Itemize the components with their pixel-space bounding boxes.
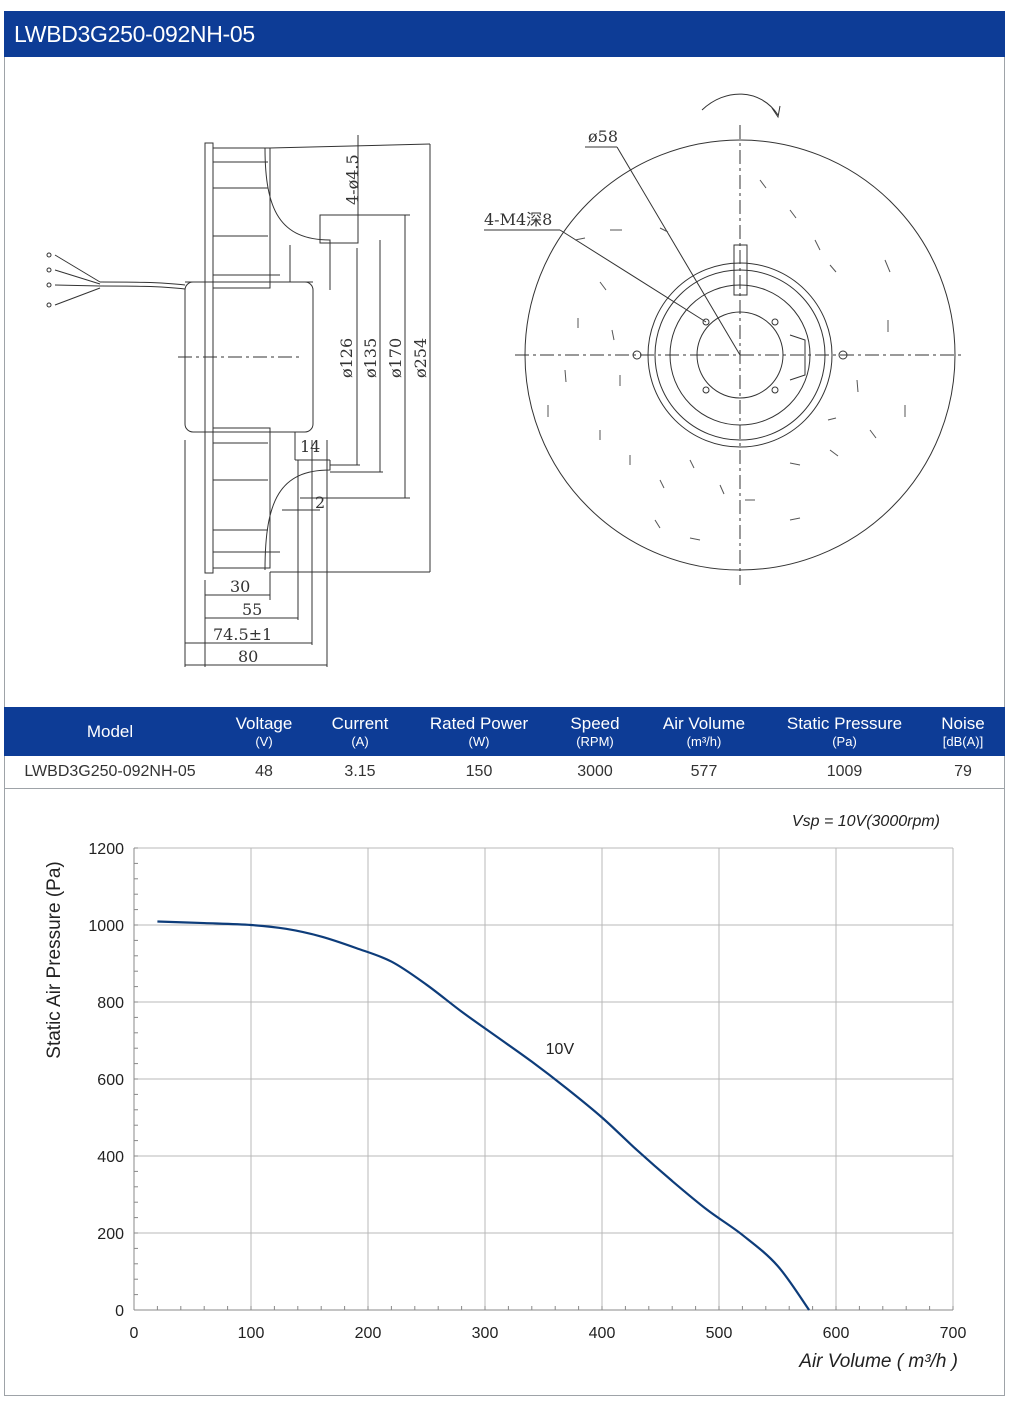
- dim-55: 55: [242, 600, 262, 619]
- x-tick-label: 600: [823, 1325, 850, 1342]
- header-voltage: Voltage(V): [216, 707, 312, 756]
- x-tick-label: 400: [589, 1325, 616, 1342]
- dim-d58: ø58: [588, 127, 618, 146]
- header-current: Current(A): [312, 707, 408, 756]
- dim-2: 2: [315, 493, 325, 512]
- cell-current: 3.15: [312, 756, 408, 789]
- dim-80: 80: [238, 647, 258, 666]
- dim-30: 30: [230, 577, 250, 596]
- page-title: LWBD3G250-092NH-05: [14, 21, 255, 47]
- header-speed: Speed(RPM): [550, 707, 640, 756]
- cell-air-volume: 577: [640, 756, 768, 789]
- cell-static-pressure: 1009: [768, 756, 921, 789]
- y-tick-label: 200: [97, 1226, 124, 1243]
- dim-d135: ø135: [361, 338, 380, 378]
- spec-table-header: Model Voltage(V) Current(A) Rated Power(…: [4, 707, 1005, 756]
- title-bar: LWBD3G250-092NH-05: [4, 11, 1005, 57]
- header-static-pressure: Static Pressure(Pa): [768, 707, 921, 756]
- chart-note: Vsp = 10V(3000rpm): [792, 813, 940, 830]
- y-axis-title: Static Air Pressure (Pa): [44, 861, 65, 1058]
- cell-power: 150: [408, 756, 550, 789]
- table-row: LWBD3G250-092NH-05 48 3.15 150 3000 577 …: [4, 756, 1005, 789]
- dim-14: 14: [300, 437, 320, 456]
- header-air-volume: Air Volume(m³/h): [640, 707, 768, 756]
- x-tick-label: 100: [238, 1325, 265, 1342]
- series-line-10V: [157, 920, 810, 1311]
- y-tick-label: 600: [97, 1072, 124, 1089]
- cell-speed: 3000: [550, 756, 640, 789]
- dim-d254: ø254: [411, 338, 430, 378]
- pq-chart: 0 100 200 300 400 500 600 700 0 200 400 600 800 1000 1…: [0, 790, 1010, 1390]
- dim-74-5: 74.5±1: [213, 625, 272, 644]
- x-tick-label: 700: [940, 1325, 967, 1342]
- header-noise: Noise[dB(A)]: [921, 707, 1005, 756]
- x-tick-label: 500: [706, 1325, 733, 1342]
- y-tick-label: 0: [115, 1303, 124, 1320]
- y-tick-label: 400: [97, 1149, 124, 1166]
- tick-labels: 0 100 200 300 400 500 600 700 0 200 400 600 800 1000 1…: [88, 841, 966, 1342]
- dim-mount-holes: 4-ø4.5: [343, 154, 362, 205]
- front-view: [484, 93, 965, 585]
- y-tick-label: 800: [97, 995, 124, 1012]
- dim-d126: ø126: [337, 338, 356, 378]
- series-layer: 10V: [157, 920, 810, 1311]
- cell-model: LWBD3G250-092NH-05: [4, 756, 216, 789]
- drawing-svg: 4-ø4.5 ø126 ø135 ø170 ø254 14 2 30 55 74…: [46, 93, 965, 667]
- spec-table: Model Voltage(V) Current(A) Rated Power(…: [4, 707, 1005, 789]
- series-label: 10V: [546, 1041, 575, 1058]
- header-rated-power: Rated Power(W): [408, 707, 550, 756]
- dim-m4-thread: 4-M4深8: [484, 210, 552, 229]
- side-view: [46, 135, 431, 667]
- dim-d170: ø170: [386, 338, 405, 378]
- x-axis-title: Air Volume ( m³/h ): [798, 1351, 958, 1372]
- minor-ticks: [133, 847, 954, 1311]
- cell-voltage: 48: [216, 756, 312, 789]
- x-tick-label: 0: [130, 1325, 139, 1342]
- y-tick-label: 1000: [88, 918, 124, 935]
- header-model: Model: [4, 707, 216, 756]
- blade-marks: [547, 179, 906, 541]
- x-tick-label: 300: [472, 1325, 499, 1342]
- grid: [133, 847, 954, 1311]
- x-tick-label: 200: [355, 1325, 382, 1342]
- chart-svg: 0 100 200 300 400 500 600 700 0 200 400 600 800 1000 1…: [44, 813, 966, 1372]
- y-tick-label: 1200: [88, 841, 124, 858]
- cell-noise: 79: [921, 756, 1005, 789]
- technical-drawing: 4-ø4.5 ø126 ø135 ø170 ø254 14 2 30 55 74…: [0, 60, 1010, 700]
